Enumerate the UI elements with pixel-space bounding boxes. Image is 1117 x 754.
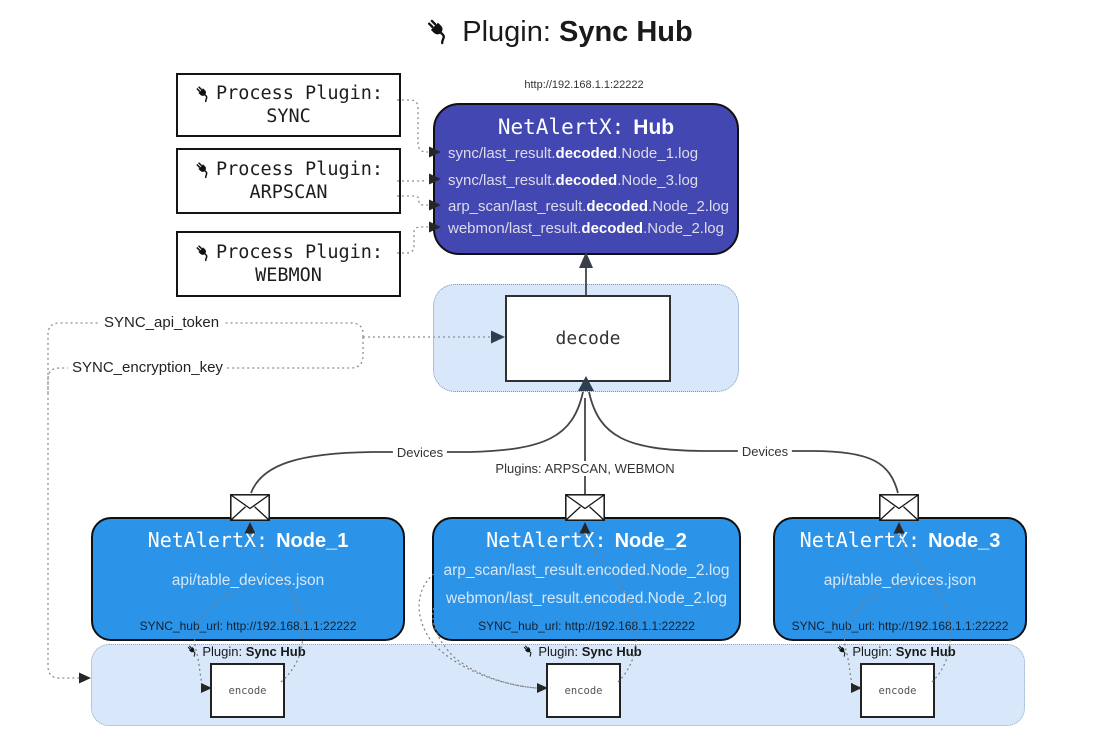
page-title: Plugin: Sync Hub [0,16,1117,49]
label-sync-encryption-key: SYNC_encryption_key [68,359,227,376]
plug-icon [186,644,199,657]
label-plugins-center: Plugins: ARPSCAN, WEBMON [491,461,679,476]
hub-title-prefix: NetAlertX: [497,115,625,139]
label-sync-api-token: SYNC_api_token [100,314,224,331]
process-plugin-box-arpscan: Process Plugin: ARPSCAN [176,148,401,214]
process-plugin-name: ARPSCAN [249,182,328,203]
plug-icon [194,160,212,178]
plug-icon [836,644,849,657]
process-plugin-name: WEBMON [255,265,322,286]
node-title: NetAlertX:Node_3 [799,528,1001,552]
encode-plugin-label: Plugin: Sync Hub [176,644,316,659]
process-plugin-label: Process Plugin: [215,83,384,104]
process-plugin-name: SYNC [266,106,311,127]
node-title: NetAlertX:Node_1 [147,528,349,552]
page-title-name: Sync Hub [558,16,693,48]
hub-log-line: sync/last_result.decoded.Node_3.log [448,172,699,189]
label-devices-right: Devices [737,444,793,459]
node-hub-url: SYNC_hub_url: http://192.168.1.1:22222 [139,619,357,633]
node-file-line: api/table_devices.json [171,572,325,589]
encode-plugin-label: Plugin: Sync Hub [512,644,652,659]
encode-box: encode [546,663,621,718]
node-box-node-2: NetAlertX:Node_2 arp_scan/last_result.en… [432,517,741,641]
encode-box: encode [860,663,935,718]
hub-box: NetAlertX: Hub sync/last_result.decoded.N… [433,103,739,255]
envelope-icon [879,494,919,521]
plug-icon [424,16,452,45]
encode-box: encode [210,663,285,718]
hub-url: http://192.168.1.1:22222 [524,79,644,91]
hub-log-line: sync/last_result.decoded.Node_1.log [448,145,699,162]
plug-icon [194,243,212,261]
plug-icon [194,84,212,102]
decode-box: decode [505,295,671,382]
node-file-line: arp_scan/last_result.encoded.Node_2.log [443,562,730,579]
hub-title: NetAlertX: Hub [435,115,737,140]
node-title: NetAlertX:Node_2 [486,528,687,552]
node-file-line: webmon/last_result.encoded.Node_2.log [446,590,727,607]
node-file-line: api/table_devices.json [823,572,977,589]
node-hub-url: SYNC_hub_url: http://192.168.1.1:22222 [791,619,1009,633]
hub-log-line: arp_scan/last_result.decoded.Node_2.log [448,198,729,215]
hub-log-line: webmon/last_result.decoded.Node_2.log [448,220,724,237]
process-plugin-label: Process Plugin: [215,159,384,180]
node-box-node-3: NetAlertX:Node_3 api/table_devices.json … [773,517,1027,641]
label-devices-left: Devices [392,445,448,460]
process-plugin-box-webmon: Process Plugin: WEBMON [176,231,401,297]
process-plugin-label: Process Plugin: [215,242,384,263]
envelope-icon [230,494,270,521]
node-box-node-1: NetAlertX:Node_1 api/table_devices.json … [91,517,405,641]
envelope-icon [565,494,605,521]
hub-title-name: Hub [633,116,675,139]
page-title-prefix: Plugin: [462,16,551,48]
node-hub-url: SYNC_hub_url: http://192.168.1.1:22222 [478,619,695,633]
plug-icon [522,644,535,657]
process-plugin-box-sync: Process Plugin: SYNC [176,73,401,137]
encode-plugin-label: Plugin: Sync Hub [826,644,966,659]
